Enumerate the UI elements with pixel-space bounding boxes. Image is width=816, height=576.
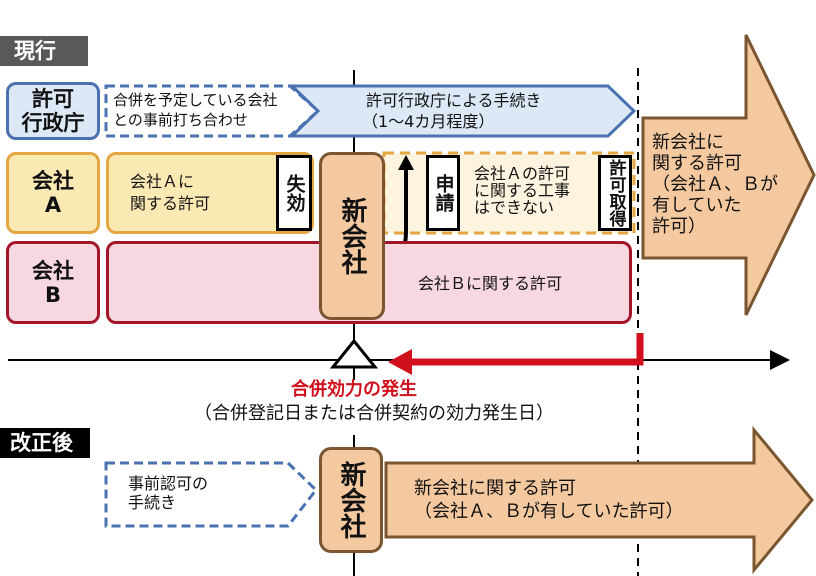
row-label-company-a: 会社 A	[6, 152, 100, 234]
pre-consultation-line1: 合併を予定している会社	[113, 91, 278, 109]
revised-result-arrow-shape	[384, 425, 814, 575]
new-company-box-current: 新会社	[319, 152, 385, 320]
row-label-company-b: 会社 B	[6, 241, 100, 324]
application-box: 申請	[426, 155, 460, 231]
new-company-box-revised: 新会社	[319, 447, 383, 553]
expired-box: 失効	[276, 155, 312, 231]
prior-approval-line1: 事前認可の	[128, 474, 209, 493]
no-work-text: 会社Ａの許可 に関する工事 はできない	[474, 165, 570, 216]
current-section-label: 現行	[0, 36, 88, 66]
revised-result-text: 新会社に関する許可 （会社Ａ、Ｂが有していた許可）	[414, 477, 683, 523]
prior-approval-line2: 手続き	[128, 493, 177, 512]
curved-application-arrowhead	[398, 155, 414, 170]
current-result-line4: 有していた	[652, 195, 742, 216]
revised-result-line1: 新会社に関する許可	[414, 478, 576, 499]
gov-procedure-line2: （1～4カ月程度）	[362, 112, 495, 131]
merger-effective-subtitle: （合併登記日または合併契約の効力発生日）	[194, 403, 554, 424]
revised-section-label: 改正後	[0, 428, 90, 458]
row-label-a-line1: 会社	[32, 169, 74, 193]
row-label-b-line2: B	[44, 282, 61, 307]
prior-approval-dashed-shape	[104, 461, 319, 528]
gov-procedure-line1: 許可行政庁による手続き	[366, 91, 542, 110]
permit-obtained-box: 許可取得	[598, 155, 632, 231]
row-label-b-line1: 会社	[32, 258, 74, 283]
current-result-line1: 新会社に	[652, 132, 724, 153]
company-a-permit-line2: 関する許可	[130, 194, 211, 213]
merger-triangle-marker	[329, 338, 379, 369]
current-result-line3: （会社Ａ、Ｂが	[652, 174, 778, 195]
pre-consultation-line2: との事前打ち合わせ	[113, 111, 248, 129]
no-work-line2: に関する工事	[474, 181, 571, 200]
row-label-gov: 許可 行政庁	[6, 82, 100, 140]
revised-result-line2: （会社Ａ、Ｂが有していた許可）	[414, 501, 684, 522]
company-b-permit-text: 会社Ｂに関する許可	[418, 274, 563, 293]
company-a-permit-line1: 会社Ａに	[130, 172, 195, 191]
current-result-line2: 関する許可	[652, 153, 742, 174]
current-result-line5: 許可）	[652, 216, 706, 237]
no-work-line1: 会社Ａの許可	[474, 164, 571, 183]
current-result-text: 新会社に 関する許可 （会社Ａ、Ｂが 有していた 許可）	[652, 132, 778, 237]
timeline-arrowhead	[770, 350, 790, 370]
merger-effective-title: 合併効力の発生	[291, 379, 417, 400]
company-a-pending-region	[382, 151, 636, 235]
row-label-a-line2: A	[44, 193, 62, 217]
no-work-line3: はできない	[474, 198, 555, 217]
row-label-gov-line2: 行政庁	[21, 111, 85, 135]
red-shift-arrowhead	[388, 349, 412, 375]
prior-approval-text: 事前認可の 手続き	[128, 474, 208, 512]
gov-procedure-arrow-shape	[288, 84, 637, 138]
red-shift-arrow	[408, 333, 644, 366]
current-result-arrow-shape	[641, 34, 816, 316]
row-label-gov-line1: 許可	[32, 87, 74, 111]
